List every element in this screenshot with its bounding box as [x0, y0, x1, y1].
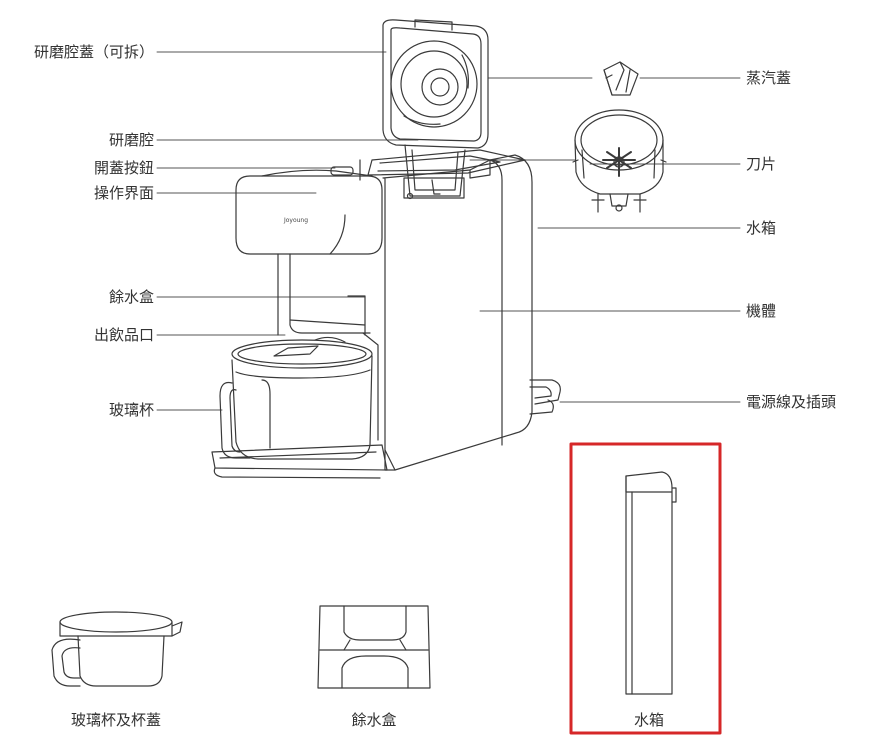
label-grinding-lid: 研磨腔蓋（可拆） — [33, 43, 154, 61]
caption-drip-box: 餘水盒 — [351, 711, 397, 729]
body-drawing — [382, 154, 533, 471]
label-drip-box: 餘水盒 — [108, 288, 154, 306]
grinding-lid-drawing — [382, 19, 489, 149]
label-blade: 刀片 — [746, 155, 777, 173]
brand-logo: Joyoung — [283, 217, 308, 224]
water-tank-drawing — [625, 471, 677, 695]
top-deck-drawing — [359, 144, 526, 200]
label-spout: 出飲品口 — [93, 326, 154, 344]
frame-drawing — [277, 253, 379, 441]
cup-with-lid-drawing — [51, 611, 183, 687]
glass-cup-drawing — [219, 336, 373, 460]
label-grinding-chamber: 研磨腔 — [108, 131, 154, 149]
leader-lines — [156, 51, 741, 411]
drip-box-drawing — [317, 605, 431, 689]
label-steam-cap: 蒸汽蓋 — [746, 69, 792, 87]
control-panel-drawing — [235, 166, 383, 255]
caption-cup-and-lid: 玻璃杯及杯蓋 — [70, 711, 161, 729]
label-water-tank: 水箱 — [746, 219, 777, 237]
label-power-cord: 電源線及插頭 — [746, 393, 837, 411]
power-cord-drawing — [529, 379, 561, 415]
label-control-panel: 操作界面 — [93, 184, 154, 202]
label-lid-button: 開蓋按鈕 — [93, 159, 154, 177]
steam-cap-drawing — [603, 61, 639, 96]
blade-assembly-drawing — [572, 109, 667, 213]
label-body: 機體 — [746, 302, 777, 320]
machine-drawing: Joyoung — [211, 19, 561, 479]
base-tray-drawing — [211, 444, 388, 479]
highlight-frame — [569, 442, 722, 735]
label-glass-cup: 玻璃杯 — [108, 401, 154, 419]
caption-water-tank: 水箱 — [633, 711, 664, 729]
